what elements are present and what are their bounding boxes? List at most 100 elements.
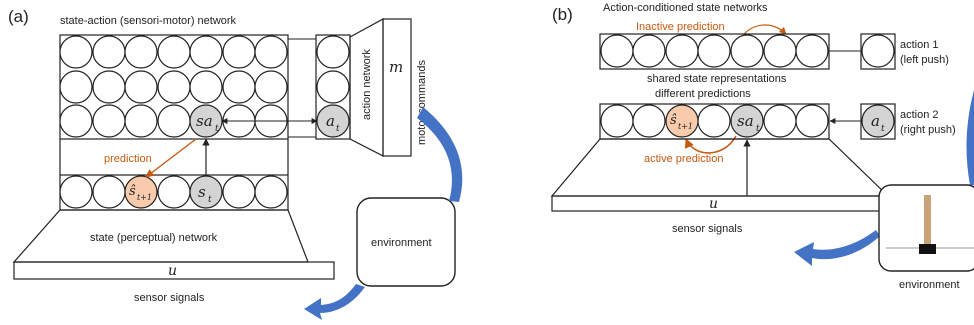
active-prediction-arrow [684,135,737,154]
network-node [254,70,288,104]
action2-label: action 2 [900,109,939,121]
environment-to-sensor-arrow [794,230,880,266]
network-node [92,175,126,209]
network-node [189,70,223,104]
action-node [316,35,350,69]
state-network-trapezoid [550,138,890,197]
s-t-symbol: s [198,183,206,201]
network-node [59,175,93,209]
network-node [254,175,288,209]
network-node [222,35,256,69]
network-node [124,104,158,138]
action2-description: (right push) [900,124,956,136]
s-t-node [189,175,223,209]
a-t-symbol: a [326,112,335,130]
network-node [795,104,829,138]
network-node [697,34,731,68]
network-node [254,35,288,69]
network-node [124,70,158,104]
network-node [59,35,93,69]
a-t-symbol: a [871,112,880,130]
prediction-label: prediction [104,153,152,165]
state-action-network-title: state-action (sensori-motor) network [60,15,237,27]
u-symbol: u [709,196,718,212]
panel-a: (a) state-action (sensori-motor) network… [8,7,463,320]
sa-t-subscript: t [756,124,760,134]
network-node [600,34,634,68]
network-node [730,34,764,68]
sensor-bar [551,195,889,212]
active-prediction-label: active prediction [644,153,724,165]
action1-label: action 1 [900,39,939,51]
bottom-state-row-nodes [600,104,829,138]
panel-b-label: (b) [552,5,573,24]
network-node [795,34,829,68]
network-node [92,70,126,104]
sa-t-subscript: t [215,124,219,134]
network-node [600,104,634,138]
network-node [157,35,191,69]
network-node [697,104,731,138]
s-hat-symbol: ŝ [129,184,136,199]
state-network-label: state (perceptual) network [90,232,218,244]
network-node [157,175,191,209]
environment-label: environment [899,279,960,291]
network-node [632,104,666,138]
different-predictions-label: different predictions [655,88,751,100]
inactive-prediction-arrow [743,24,787,35]
network-node [124,35,158,69]
panel-b: (b) Action-conditioned state networks In… [550,2,974,291]
top-state-row-nodes [600,34,829,68]
network-node [665,34,699,68]
action-network-label: action network [361,49,373,120]
network-node [763,34,797,68]
a-t-node [861,104,895,138]
network-node [157,104,191,138]
s-hat-symbol: ŝ [670,113,677,128]
panel-b-title: Action-conditioned state networks [603,2,768,14]
network-node [59,104,93,138]
prediction-arrow [145,138,197,178]
panel-a-label: (a) [8,7,29,26]
environment-box [356,197,456,287]
network-node [92,104,126,138]
sa-t-symbol: sa [196,112,213,130]
action2-box [860,103,896,140]
network-node [632,34,666,68]
action-to-environment-arrow [966,90,974,185]
sensor-bar [13,261,335,280]
motor-command-box [382,18,412,157]
inactive-prediction-label: Inactive prediction [636,21,725,33]
motor-to-environment-arrow [417,107,463,202]
motor-commands-label: motor commands [416,60,428,145]
sa-t-symbol: sa [737,112,754,130]
m-symbol: m [389,58,403,76]
network-node [222,70,256,104]
s-t-subscript: t [208,195,212,205]
action1-description: (left push) [900,54,949,66]
environment-label: environment [371,237,432,249]
u-symbol: u [168,263,177,279]
a-t-subscript: t [881,124,885,134]
s-hat-subscript: t+1 [678,122,693,131]
s-hat-node [665,104,699,138]
environment-to-sensor-arrow [304,284,365,320]
network-node [222,175,256,209]
state-action-grid-nodes [59,35,288,138]
cart-pole-icon [886,195,974,254]
network-node [763,104,797,138]
shared-representations-label: shared state representations [647,73,787,85]
network-node [189,35,223,69]
network-node [92,35,126,69]
state-row-nodes [59,175,288,209]
network-node [59,70,93,104]
action1-box [860,33,896,70]
a-t-subscript: t [336,124,340,134]
action-node [316,70,350,104]
s-hat-node [124,175,158,209]
sa-t-node [730,104,764,138]
action1-node [861,34,895,68]
network-node [157,70,191,104]
s-hat-subscript: t+1 [137,193,152,202]
